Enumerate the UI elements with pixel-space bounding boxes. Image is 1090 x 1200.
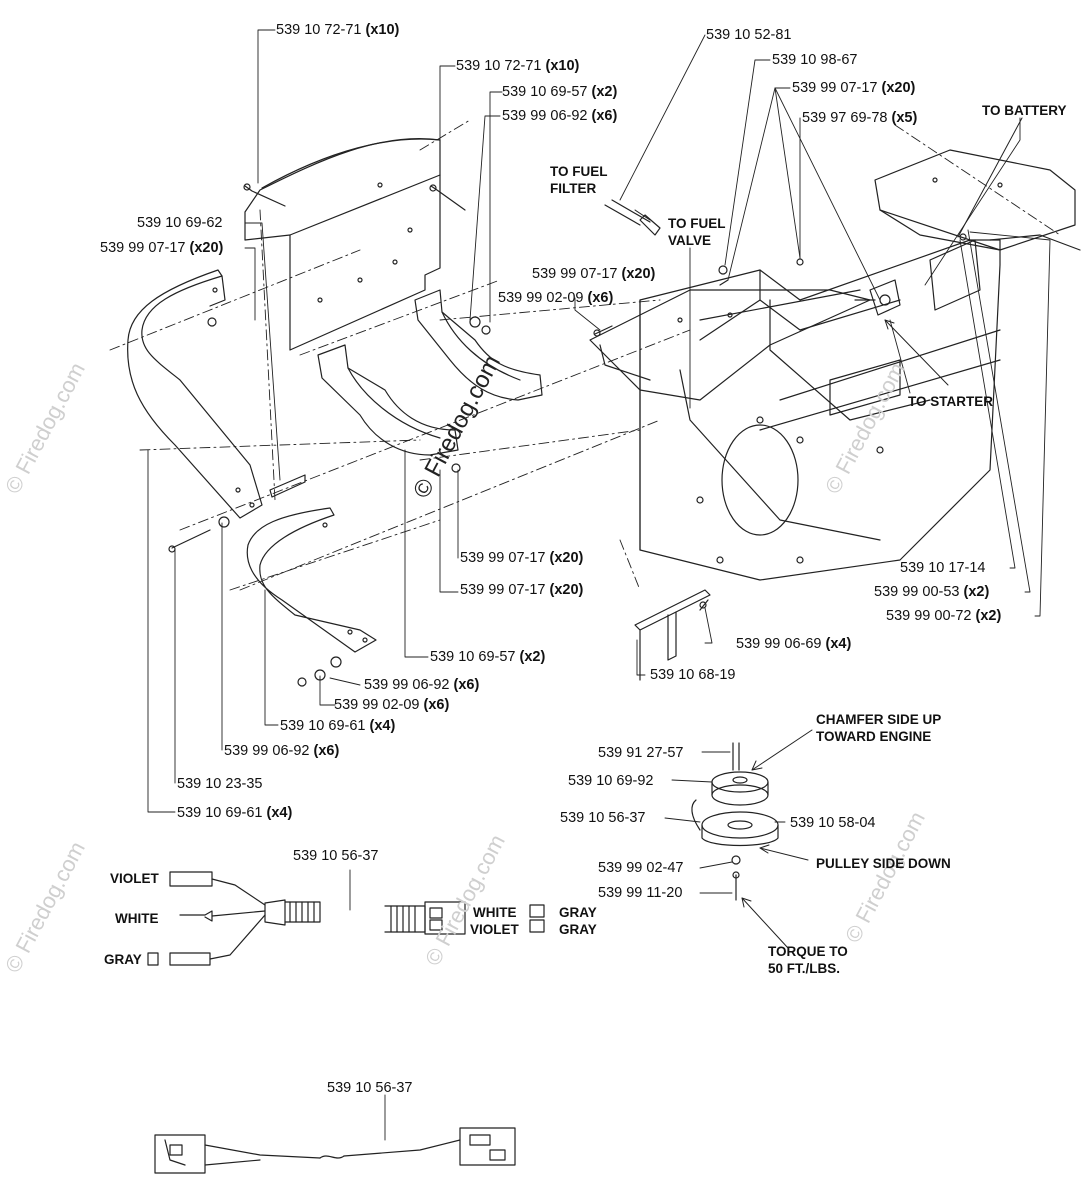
part-label: 539 10 98-67 bbox=[772, 52, 858, 68]
u-bar-lower bbox=[246, 507, 377, 653]
part-label: 539 10 69-57 (x2) bbox=[502, 84, 618, 100]
chassis-frame bbox=[639, 239, 1001, 581]
note-torque: TORQUE TO 50 FT./LBS. bbox=[768, 944, 848, 976]
note-pulley-side: PULLEY SIDE DOWN bbox=[816, 856, 951, 871]
part-label: 539 10 23-35 bbox=[177, 776, 263, 792]
leader-lines bbox=[147, 29, 1051, 1141]
part-label: 539 99 06-92 (x6) bbox=[224, 743, 340, 759]
part-label: 539 10 58-04 bbox=[790, 815, 876, 831]
part-label: 539 99 02-09 (x6) bbox=[334, 697, 450, 713]
part-label: 539 10 72-71 (x10) bbox=[276, 22, 400, 38]
note-to-battery: TO BATTERY bbox=[982, 103, 1067, 118]
panel-bolts bbox=[243, 183, 466, 211]
fuel-hose bbox=[604, 199, 661, 236]
hood-panel bbox=[874, 149, 1081, 251]
wire-label-violet: VIOLET bbox=[110, 871, 159, 886]
note-arrows bbox=[634, 117, 1023, 949]
part-label: 539 99 07-17 (x20) bbox=[532, 266, 656, 282]
wire-harness-lower bbox=[154, 1127, 516, 1174]
support-bracket-upper bbox=[414, 289, 543, 401]
part-label: 539 10 69-61 (x4) bbox=[177, 805, 293, 821]
note-to-starter: TO STARTER bbox=[908, 394, 994, 409]
part-label: 539 10 52-81 bbox=[706, 27, 792, 43]
part-label: 539 10 72-71 (x10) bbox=[456, 58, 580, 74]
note-to-fuel-filter: TO FUEL FILTER bbox=[550, 164, 608, 196]
hardware-bolts bbox=[168, 316, 709, 687]
part-label: 539 99 06-92 (x6) bbox=[502, 108, 618, 124]
part-label: 539 99 07-17 (x20) bbox=[460, 550, 584, 566]
part-label: 539 99 02-47 bbox=[598, 860, 684, 876]
part-label: 539 91 27-57 bbox=[598, 745, 684, 761]
note-chamfer: CHAMFER SIDE UP TOWARD ENGINE bbox=[816, 712, 942, 744]
part-label: 539 99 07-17 (x20) bbox=[100, 240, 224, 256]
part-label: 539 10 69-57 (x2) bbox=[430, 649, 546, 665]
wire-label-gray: GRAY bbox=[104, 952, 142, 967]
note-to-fuel-valve: TO FUEL VALVE bbox=[668, 216, 726, 248]
part-label: 539 10 69-92 bbox=[568, 773, 654, 789]
part-label: 539 99 02-09 (x6) bbox=[498, 290, 614, 306]
part-label: 539 10 56-37 bbox=[327, 1080, 413, 1096]
wire-connector-right bbox=[384, 901, 545, 935]
part-label: 539 10 69-62 bbox=[137, 215, 223, 231]
hanger-bracket bbox=[634, 589, 711, 681]
part-label: 539 10 56-37 bbox=[293, 848, 379, 864]
part-label: 539 99 11-20 bbox=[598, 885, 683, 901]
wire-label-white-right: WHITE bbox=[473, 905, 517, 920]
floor-plate bbox=[589, 289, 871, 401]
back-panel-sheet bbox=[244, 138, 441, 351]
wire-harness-upper bbox=[147, 871, 321, 966]
part-label: 539 97 69-78 (x5) bbox=[802, 110, 918, 126]
u-bar-upper bbox=[127, 269, 263, 519]
wire-label-gray-right-1: GRAY bbox=[559, 905, 597, 920]
wire-label-violet-right: VIOLET bbox=[470, 922, 519, 937]
part-label: 539 10 69-61 (x4) bbox=[280, 718, 396, 734]
part-label: 539 10 17-14 bbox=[900, 560, 986, 576]
part-label: 539 10 56-37 bbox=[560, 810, 646, 826]
part-label: 539 99 07-17 (x20) bbox=[792, 80, 916, 96]
part-label: 539 99 00-72 (x2) bbox=[886, 608, 1002, 624]
wire-label-white: WHITE bbox=[115, 911, 159, 926]
support-bracket-lower bbox=[317, 344, 459, 456]
wire-label-gray-right-2: GRAY bbox=[559, 922, 597, 937]
pto-clutch bbox=[691, 799, 779, 901]
part-label: 539 99 06-69 (x4) bbox=[736, 636, 852, 652]
part-label: 539 10 68-19 bbox=[650, 667, 736, 683]
part-label: 539 99 07-17 (x20) bbox=[460, 582, 584, 598]
part-label: 539 99 00-53 (x2) bbox=[874, 584, 990, 600]
part-label: 539 99 06-92 (x6) bbox=[364, 677, 480, 693]
